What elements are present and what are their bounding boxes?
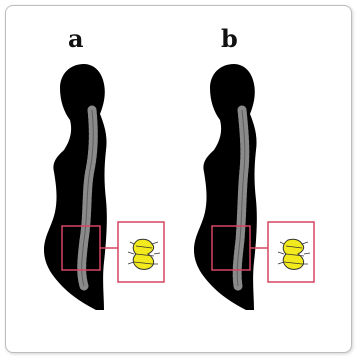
panel-a-figure — [44, 64, 164, 310]
panel-b-figure — [194, 64, 314, 310]
silhouette-b — [194, 64, 257, 310]
silhouette-a — [44, 64, 107, 310]
